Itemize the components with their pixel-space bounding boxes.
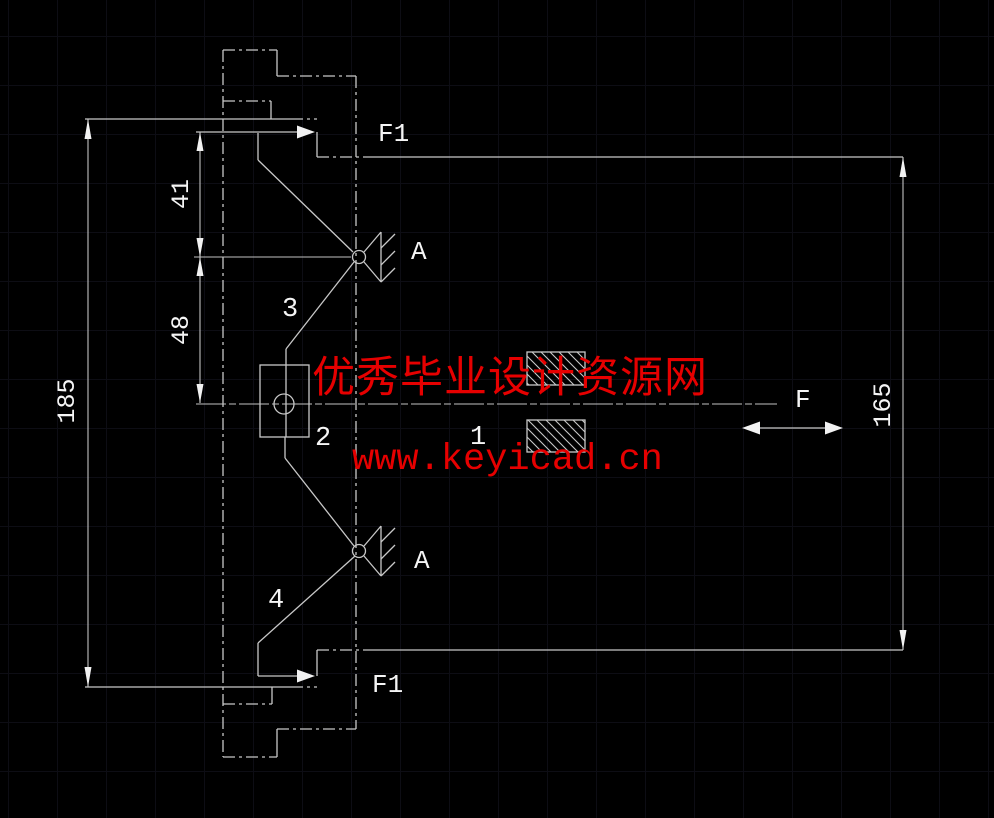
part-1-label: 1 — [470, 423, 486, 453]
upper-guide-block — [526, 351, 586, 386]
watermark-line1: 优秀毕业设计资源网 — [312, 355, 708, 402]
support-a-top-label: A — [411, 237, 427, 267]
dim-165-label: 165 — [869, 382, 898, 427]
part-3-label: 3 — [282, 295, 298, 325]
bottom-force-lines — [85, 649, 903, 688]
lower-guide-block — [526, 419, 586, 453]
linkage-lines — [257, 133, 356, 676]
part-2-label: 2 — [315, 424, 331, 454]
force-f1-bottom-label: F1 — [372, 670, 403, 700]
force-f1-top-label: F1 — [378, 119, 409, 149]
support-a-bottom-label: A — [414, 546, 430, 576]
slider-block — [259, 364, 310, 438]
watermark-line2: www.keyicad.cn — [352, 439, 663, 481]
dimension-41: 41 — [167, 132, 351, 258]
dimension-165: 165 — [869, 157, 907, 650]
top-pivot-support — [351, 231, 396, 283]
bottom-pivot-support — [351, 525, 396, 577]
dimension-185: 185 — [53, 119, 92, 687]
dim-48-label: 48 — [167, 315, 196, 345]
force-f-arrow — [742, 421, 843, 435]
top-force-lines — [85, 118, 903, 158]
force-f-label: F — [795, 385, 811, 415]
dimension-48: 48 — [167, 257, 204, 403]
dim-41-label: 41 — [167, 179, 196, 209]
part-4-label: 4 — [268, 586, 284, 616]
dim-185-label: 185 — [53, 378, 82, 423]
